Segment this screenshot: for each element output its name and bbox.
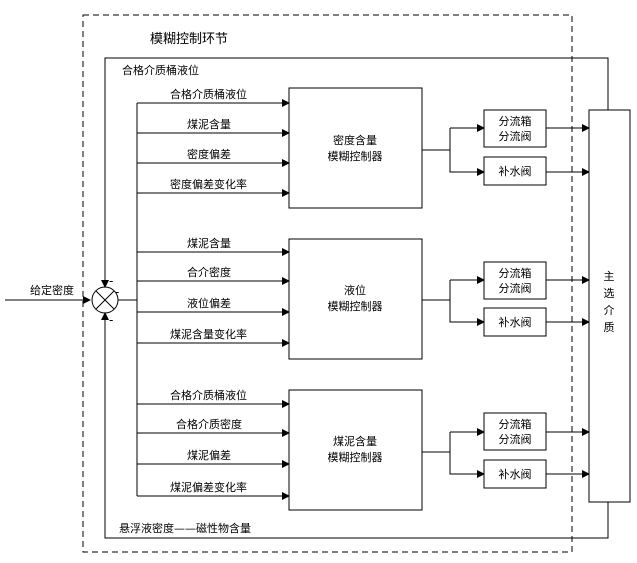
input-label: 煤泥含量 [187, 236, 231, 250]
controller-box [288, 389, 423, 511]
diverter-label-line2: 分流阀 [499, 129, 532, 143]
diverter-label-line2: 分流阀 [499, 281, 532, 295]
controller-name-line1: 煤泥含量 [333, 434, 377, 448]
output-arrow [449, 150, 485, 176]
input-label: 液位偏差 [187, 296, 231, 310]
input-label: 合格介质桶液位 [170, 388, 247, 402]
setpoint-label: 给定密度 [30, 283, 74, 297]
plant-label-char: 质 [604, 321, 615, 334]
comparator-sign-right: - [115, 285, 119, 299]
input-label: 煤泥偏差 [187, 448, 231, 462]
input-label: 密度偏差 [187, 147, 231, 161]
input-label: 煤泥偏差变化率 [170, 480, 247, 494]
feedback-bottom-line [101, 312, 609, 539]
plant-label-char: 主 [604, 270, 615, 283]
input-label: 煤泥含量变化率 [170, 327, 247, 341]
makeup-water-valve-box [483, 459, 547, 489]
diverter-box [483, 412, 547, 451]
controller-output-line [422, 128, 451, 151]
output-arrow [449, 452, 485, 478]
output-arrow [449, 300, 485, 326]
controller-output-line [422, 432, 451, 453]
diverter-label-line1: 分流箱 [499, 266, 532, 280]
plant-label-char: 介 [604, 304, 615, 317]
input-label: 合格介质桶液位 [170, 87, 247, 101]
makeup-water-valve-label: 补水阀 [499, 164, 532, 178]
controller-box [288, 87, 423, 209]
controller-name-line2: 模糊控制器 [328, 149, 383, 163]
fuzzy-control-boundary [82, 14, 573, 553]
controller-name-line1: 密度含量 [333, 133, 377, 147]
diverter-box [483, 261, 547, 300]
plant-label-char: 选 [604, 287, 615, 300]
plant-box [588, 109, 631, 503]
input-label: 合介密度 [187, 265, 231, 279]
diverter-box [483, 109, 547, 148]
controller-group-2: 煤泥含量 合介密度 液位偏差 煤泥含量变化率 液位 模糊控制器 分流箱 分流阀 … [137, 236, 590, 360]
diverter-label-line1: 分流箱 [499, 417, 532, 431]
diagram-title: 模糊控制环节 [150, 31, 228, 47]
makeup-water-valve-box [483, 156, 547, 186]
controller-name-line2: 模糊控制器 [328, 450, 383, 464]
diverter-label-line2: 分流阀 [499, 432, 532, 446]
controller-output-line [422, 280, 451, 301]
input-label: 合格介质密度 [176, 417, 242, 431]
input-label: 煤泥含量 [187, 117, 231, 131]
diverter-label-line1: 分流箱 [499, 114, 532, 128]
feedback-bottom-label: 悬浮液密度——磁性物含量 [119, 521, 251, 535]
input-label: 密度偏差变化率 [170, 177, 247, 191]
feedback-top-label: 合格介质桶液位 [122, 63, 199, 77]
controller-group-3: 合格介质桶液位 合格介质密度 煤泥偏差 煤泥偏差变化率 煤泥含量 模糊控制器 分… [137, 388, 590, 511]
controller-box [288, 238, 423, 360]
makeup-water-valve-label: 补水阀 [499, 315, 532, 329]
feedback-top-line [101, 57, 609, 288]
controller-name-line2: 模糊控制器 [328, 299, 383, 313]
comparator-sign-top: - [109, 274, 113, 288]
controller-group-1: 合格介质桶液位 煤泥含量 密度偏差 密度偏差变化率 密度含量 模糊控制器 分流箱… [137, 87, 590, 209]
makeup-water-valve-label: 补水阀 [499, 467, 532, 481]
makeup-water-valve-box [483, 307, 547, 337]
comparator-sign-bottom: - [109, 313, 113, 327]
controller-name-line1: 液位 [344, 283, 366, 297]
